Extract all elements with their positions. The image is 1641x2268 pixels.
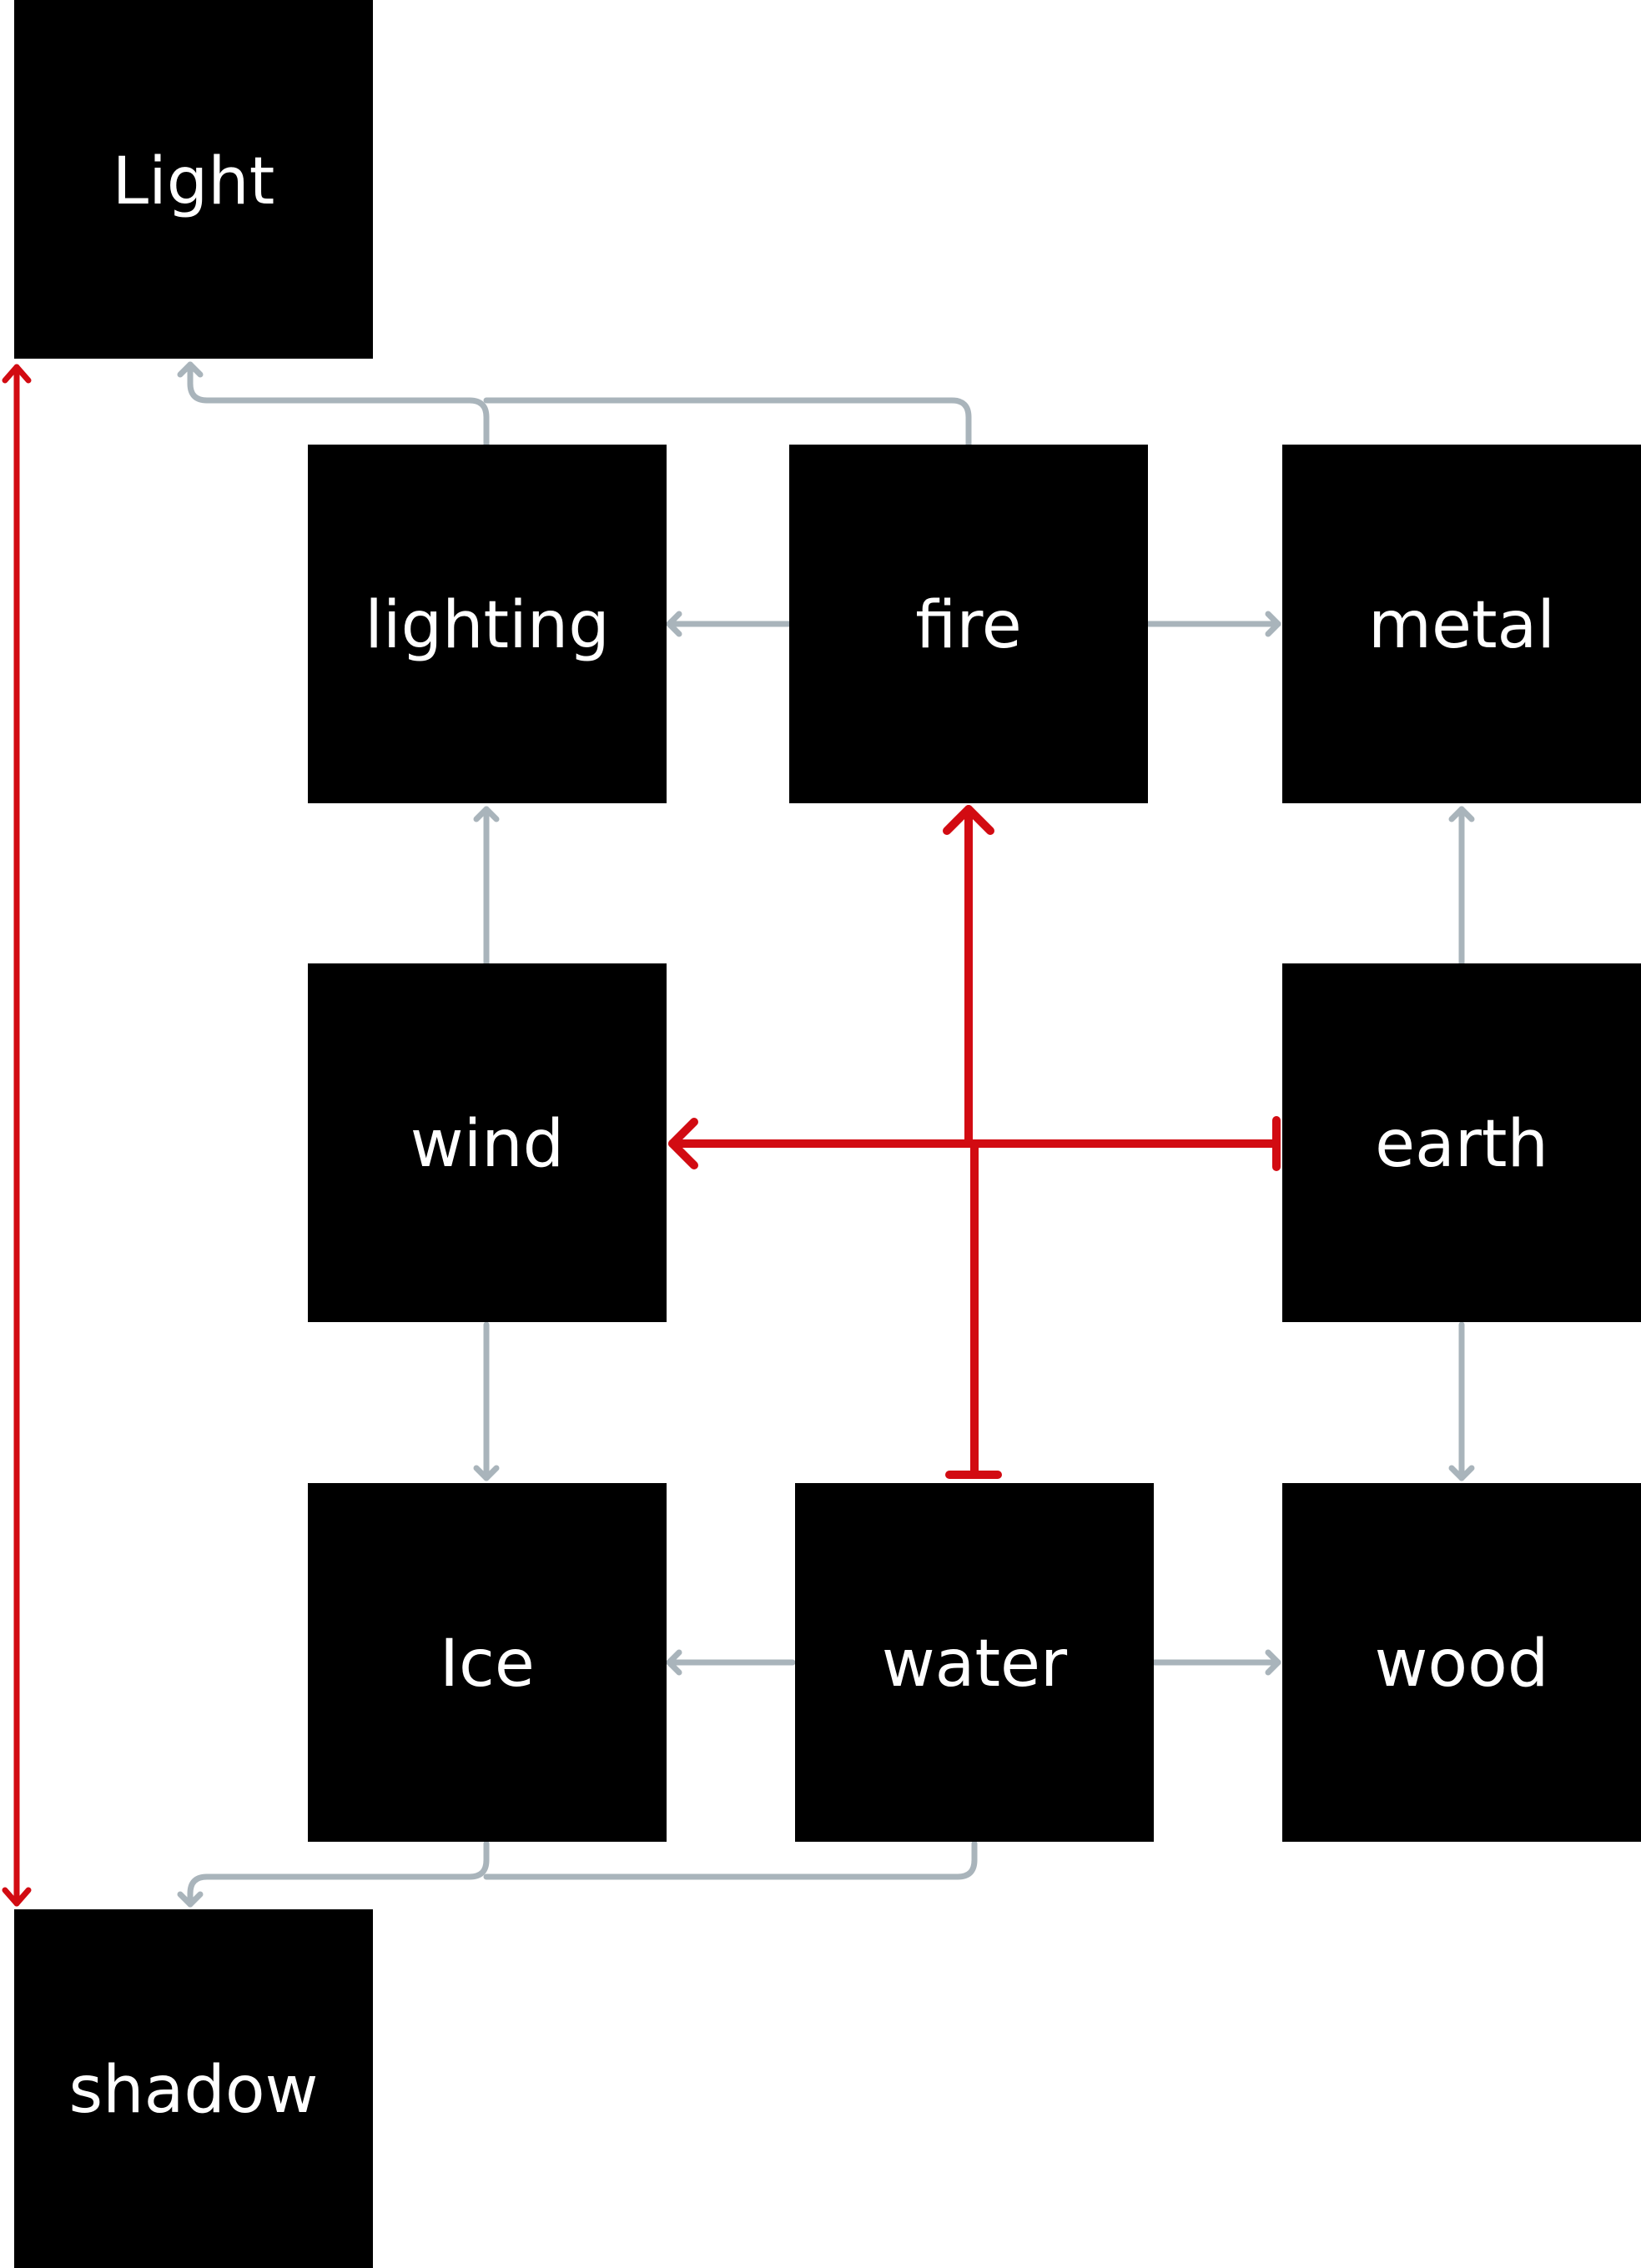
opposition-edges: [2, 364, 1281, 1907]
neutral-edges: [177, 361, 1475, 1908]
node-ice-box: [308, 1483, 667, 1842]
node-water-label: water: [882, 1627, 1068, 1702]
node-wood[interactable]: wood: [1282, 1483, 1641, 1842]
arrowhead-ice-from-wind: [473, 1465, 500, 1481]
node-metal[interactable]: metal: [1282, 445, 1641, 803]
node-lighting[interactable]: lighting: [308, 445, 667, 803]
node-fire-label: fire: [915, 588, 1021, 663]
arrowhead-wood-from-earth: [1448, 1465, 1475, 1481]
node-fire[interactable]: fire: [789, 445, 1148, 803]
arrowhead-shadow-end: [2, 1887, 32, 1907]
arrowhead-ice-from-water: [666, 1649, 682, 1676]
arrowhead-lighting-from-wind: [473, 806, 500, 822]
arrowhead-wood-from-water: [1265, 1649, 1281, 1676]
node-wind-label: wind: [410, 1107, 564, 1182]
node-shadow-box: [14, 1909, 373, 2268]
node-wind[interactable]: wind: [308, 963, 667, 1322]
node-wood-label: wood: [1375, 1627, 1549, 1702]
node-earth[interactable]: earth: [1282, 963, 1641, 1322]
node-shadow-label: shadow: [69, 2053, 319, 2128]
arrowhead-fire: [943, 805, 994, 835]
node-ice-label: Ice: [440, 1627, 535, 1702]
arrowhead-wind: [668, 1118, 698, 1169]
nodes: Light lighting fire metal wind earth Ice: [14, 0, 1641, 2268]
arrowhead-metal-from-earth: [1448, 806, 1475, 822]
node-wood-box: [1282, 1483, 1641, 1842]
node-ice[interactable]: Ice: [308, 1483, 667, 1842]
node-water[interactable]: water: [795, 1483, 1154, 1842]
node-earth-box: [1282, 963, 1641, 1322]
node-metal-box: [1282, 445, 1641, 803]
node-light[interactable]: Light: [14, 0, 373, 359]
edge-water-to-shadow: [483, 1840, 978, 1880]
edge-fire-to-light: [483, 397, 972, 448]
node-light-label: Light: [113, 144, 275, 219]
edge-lighting-to-light: [187, 361, 490, 448]
arrowhead-light-end: [2, 364, 32, 384]
arrowhead-lighting-from-fire: [666, 611, 682, 637]
node-metal-label: metal: [1368, 588, 1555, 663]
node-light-box: [14, 0, 373, 359]
edge-ice-to-shadow: [187, 1840, 490, 1908]
node-earth-label: earth: [1375, 1107, 1548, 1182]
arrowhead-light: [177, 361, 204, 378]
node-wind-box: [308, 963, 667, 1322]
node-fire-box: [789, 445, 1148, 803]
node-lighting-label: lighting: [365, 588, 610, 663]
arrowhead-shadow: [177, 1891, 204, 1908]
node-lighting-box: [308, 445, 667, 803]
node-shadow[interactable]: shadow: [14, 1909, 373, 2268]
node-water-box: [795, 1483, 1154, 1842]
arrowhead-metal: [1265, 611, 1281, 637]
